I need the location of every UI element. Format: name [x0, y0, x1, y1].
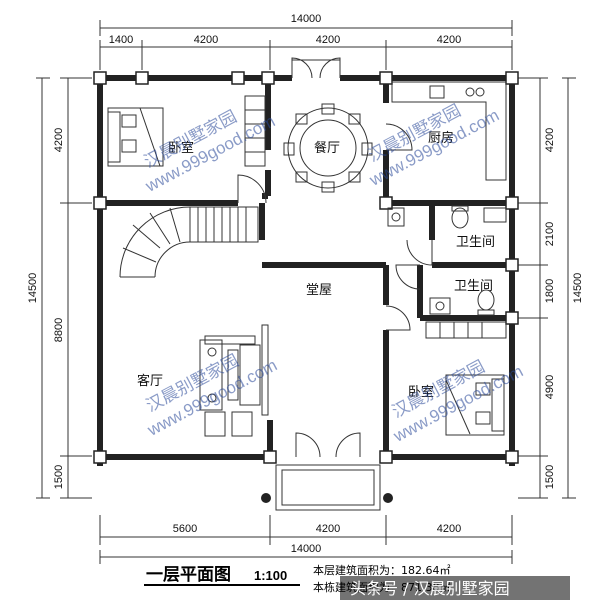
plan-title: 一层平面图	[146, 565, 231, 585]
bath-upper-fixtures	[387, 205, 507, 229]
dimension-lines	[36, 20, 576, 564]
dim-right-seg-4: 4900	[544, 375, 556, 399]
room-label-bedroom-top: 卧室	[168, 140, 194, 156]
room-label-bath-upper: 卫生间	[456, 235, 495, 250]
wardrobe-bottom	[425, 321, 507, 339]
main-entrance-doors	[295, 432, 361, 458]
dining-front-doors	[291, 57, 341, 79]
columns	[93, 71, 519, 464]
door-bath-lower	[395, 264, 421, 290]
dim-top-seg-2: 4200	[194, 34, 218, 46]
footer-credit-bg	[340, 576, 570, 600]
dim-top-total: 14000	[291, 13, 322, 25]
door-bath-upper	[406, 239, 433, 266]
dim-top-seg-4: 4200	[437, 34, 461, 46]
bed-bottom	[445, 374, 505, 436]
footer-credit: 头条号 / 汉晨别墅家园	[350, 579, 510, 598]
dining-table	[287, 107, 369, 189]
door-bedroom-top	[237, 174, 267, 204]
room-label-bath-lower: 卫生间	[454, 279, 493, 294]
dim-bottom-total: 14000	[291, 543, 322, 555]
wardrobe-top	[244, 95, 266, 167]
room-label-dining: 餐厅	[314, 140, 340, 156]
room-label-kitchen: 厨房	[428, 130, 454, 146]
door-kitchen	[385, 123, 413, 151]
dim-bottom-seg-3: 4200	[437, 523, 461, 535]
kitchen-counter	[391, 81, 507, 181]
dim-left-seg-2: 8800	[53, 318, 65, 342]
dim-right-seg-5: 1500	[544, 465, 556, 489]
dim-right-total: 14500	[572, 273, 584, 304]
porch	[261, 464, 393, 511]
dim-top-seg-1: 1400	[109, 34, 133, 46]
room-label-living: 客厅	[137, 373, 163, 389]
plan-scale: 1:100	[254, 568, 287, 583]
dim-right-seg-3: 1800	[544, 279, 556, 303]
dim-left-seg-1: 4200	[53, 128, 65, 152]
dim-bottom-seg-2: 4200	[316, 523, 340, 535]
room-label-hall: 堂屋	[306, 283, 332, 298]
door-bedroom-bottom	[385, 305, 411, 331]
floor-area: 本层建筑面积为：182.64㎡	[313, 563, 451, 577]
walls	[97, 72, 515, 466]
dim-left-seg-3: 1500	[53, 465, 65, 489]
dim-left-total: 14500	[27, 273, 39, 304]
bath-lower-fixtures	[429, 289, 495, 316]
room-label-bedroom-bottom: 卧室	[408, 384, 434, 400]
dim-right-seg-1: 4200	[544, 128, 556, 152]
bed-top	[107, 107, 164, 167]
staircase	[119, 206, 259, 278]
tv-cabinet	[261, 324, 269, 416]
sofa-set	[199, 335, 261, 437]
dining-chairs	[283, 103, 373, 193]
dim-right-seg-2: 2100	[544, 222, 556, 246]
dim-bottom-seg-1: 5600	[173, 523, 197, 535]
dim-top-seg-3: 4200	[316, 34, 340, 46]
